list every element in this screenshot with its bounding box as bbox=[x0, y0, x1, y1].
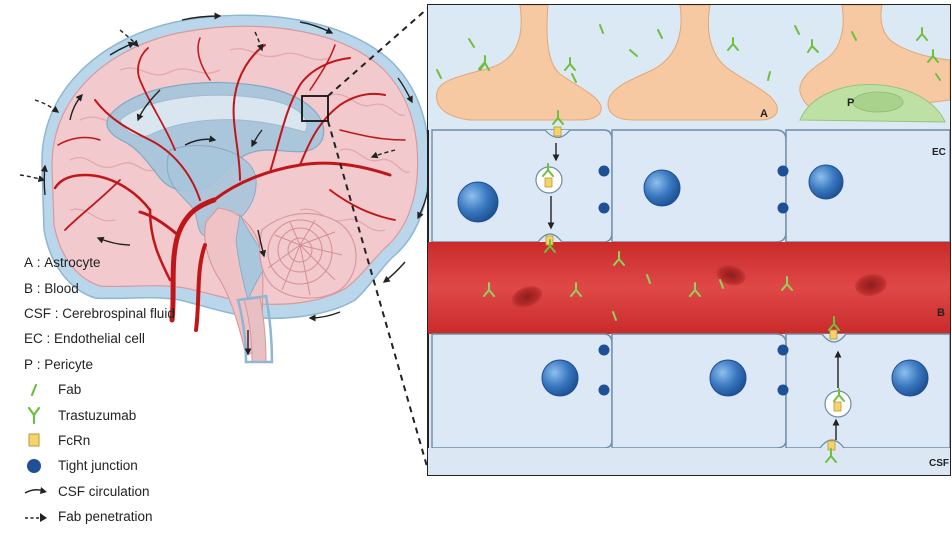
label-endothelial: EC bbox=[932, 147, 946, 158]
endothelial-cells-lower bbox=[432, 334, 950, 448]
label-blood: B bbox=[937, 307, 945, 319]
legend-abbr-csf: CSF : Cerebrospinal fluid bbox=[22, 301, 262, 326]
tight-junction-icon bbox=[24, 456, 48, 476]
legend-abbr-key: A bbox=[24, 255, 33, 270]
fcrn-icon bbox=[24, 430, 48, 450]
legend-label: Fab bbox=[58, 382, 81, 397]
legend-item-fcrn: FcRn bbox=[22, 428, 262, 453]
legend-label: CSF circulation bbox=[58, 484, 150, 499]
legend-item-fab-penetration: Fab penetration bbox=[22, 504, 262, 529]
legend-label: FcRn bbox=[58, 433, 90, 448]
label-csf: CSF bbox=[929, 458, 949, 469]
legend-label: Fab penetration bbox=[58, 509, 153, 524]
legend-item-csf-circulation: CSF circulation bbox=[22, 479, 262, 504]
label-pericyte: P bbox=[847, 97, 854, 109]
bbb-zoom-panel: A P EC B CSF bbox=[428, 5, 950, 475]
legend-abbr-pericyte: P : Pericyte bbox=[22, 352, 262, 377]
csf-space bbox=[428, 448, 950, 475]
legend-abbr-astrocyte: A : Astrocyte bbox=[22, 250, 262, 275]
legend-abbr-blood: B : Blood bbox=[22, 275, 262, 300]
cerebellum bbox=[260, 214, 356, 299]
legend-abbr-text: Cerebrospinal fluid bbox=[62, 306, 175, 321]
legend-abbr-text: Blood bbox=[44, 281, 79, 296]
legend-item-trastuzumab: Trastuzumab bbox=[22, 402, 262, 427]
trastuzumab-icon bbox=[24, 405, 48, 425]
fab-icon bbox=[24, 380, 48, 400]
legend-abbr-key: P bbox=[24, 357, 33, 372]
label-astrocyte: A bbox=[760, 108, 768, 120]
legend-abbr-text: Endothelial cell bbox=[54, 331, 145, 346]
legend: A : Astrocyte B : Blood CSF : Cerebrospi… bbox=[22, 250, 262, 529]
legend-abbr-endothelial: EC : Endothelial cell bbox=[22, 326, 262, 351]
legend-label: Trastuzumab bbox=[58, 408, 136, 423]
endothelial-cells-upper bbox=[432, 130, 950, 242]
legend-abbr-key: B bbox=[24, 281, 33, 296]
legend-label: Tight junction bbox=[58, 458, 138, 473]
legend-item-tight-junction: Tight junction bbox=[22, 453, 262, 478]
legend-item-fab: Fab bbox=[22, 377, 262, 402]
legend-abbr-key: CSF bbox=[24, 306, 51, 321]
legend-abbr-key: EC bbox=[24, 331, 43, 346]
legend-abbr-text: Pericyte bbox=[44, 357, 93, 372]
legend-abbr-text: Astrocyte bbox=[44, 255, 100, 270]
csf-circulation-arrow-icon bbox=[24, 481, 48, 501]
fab-penetration-arrow-icon bbox=[24, 507, 48, 527]
